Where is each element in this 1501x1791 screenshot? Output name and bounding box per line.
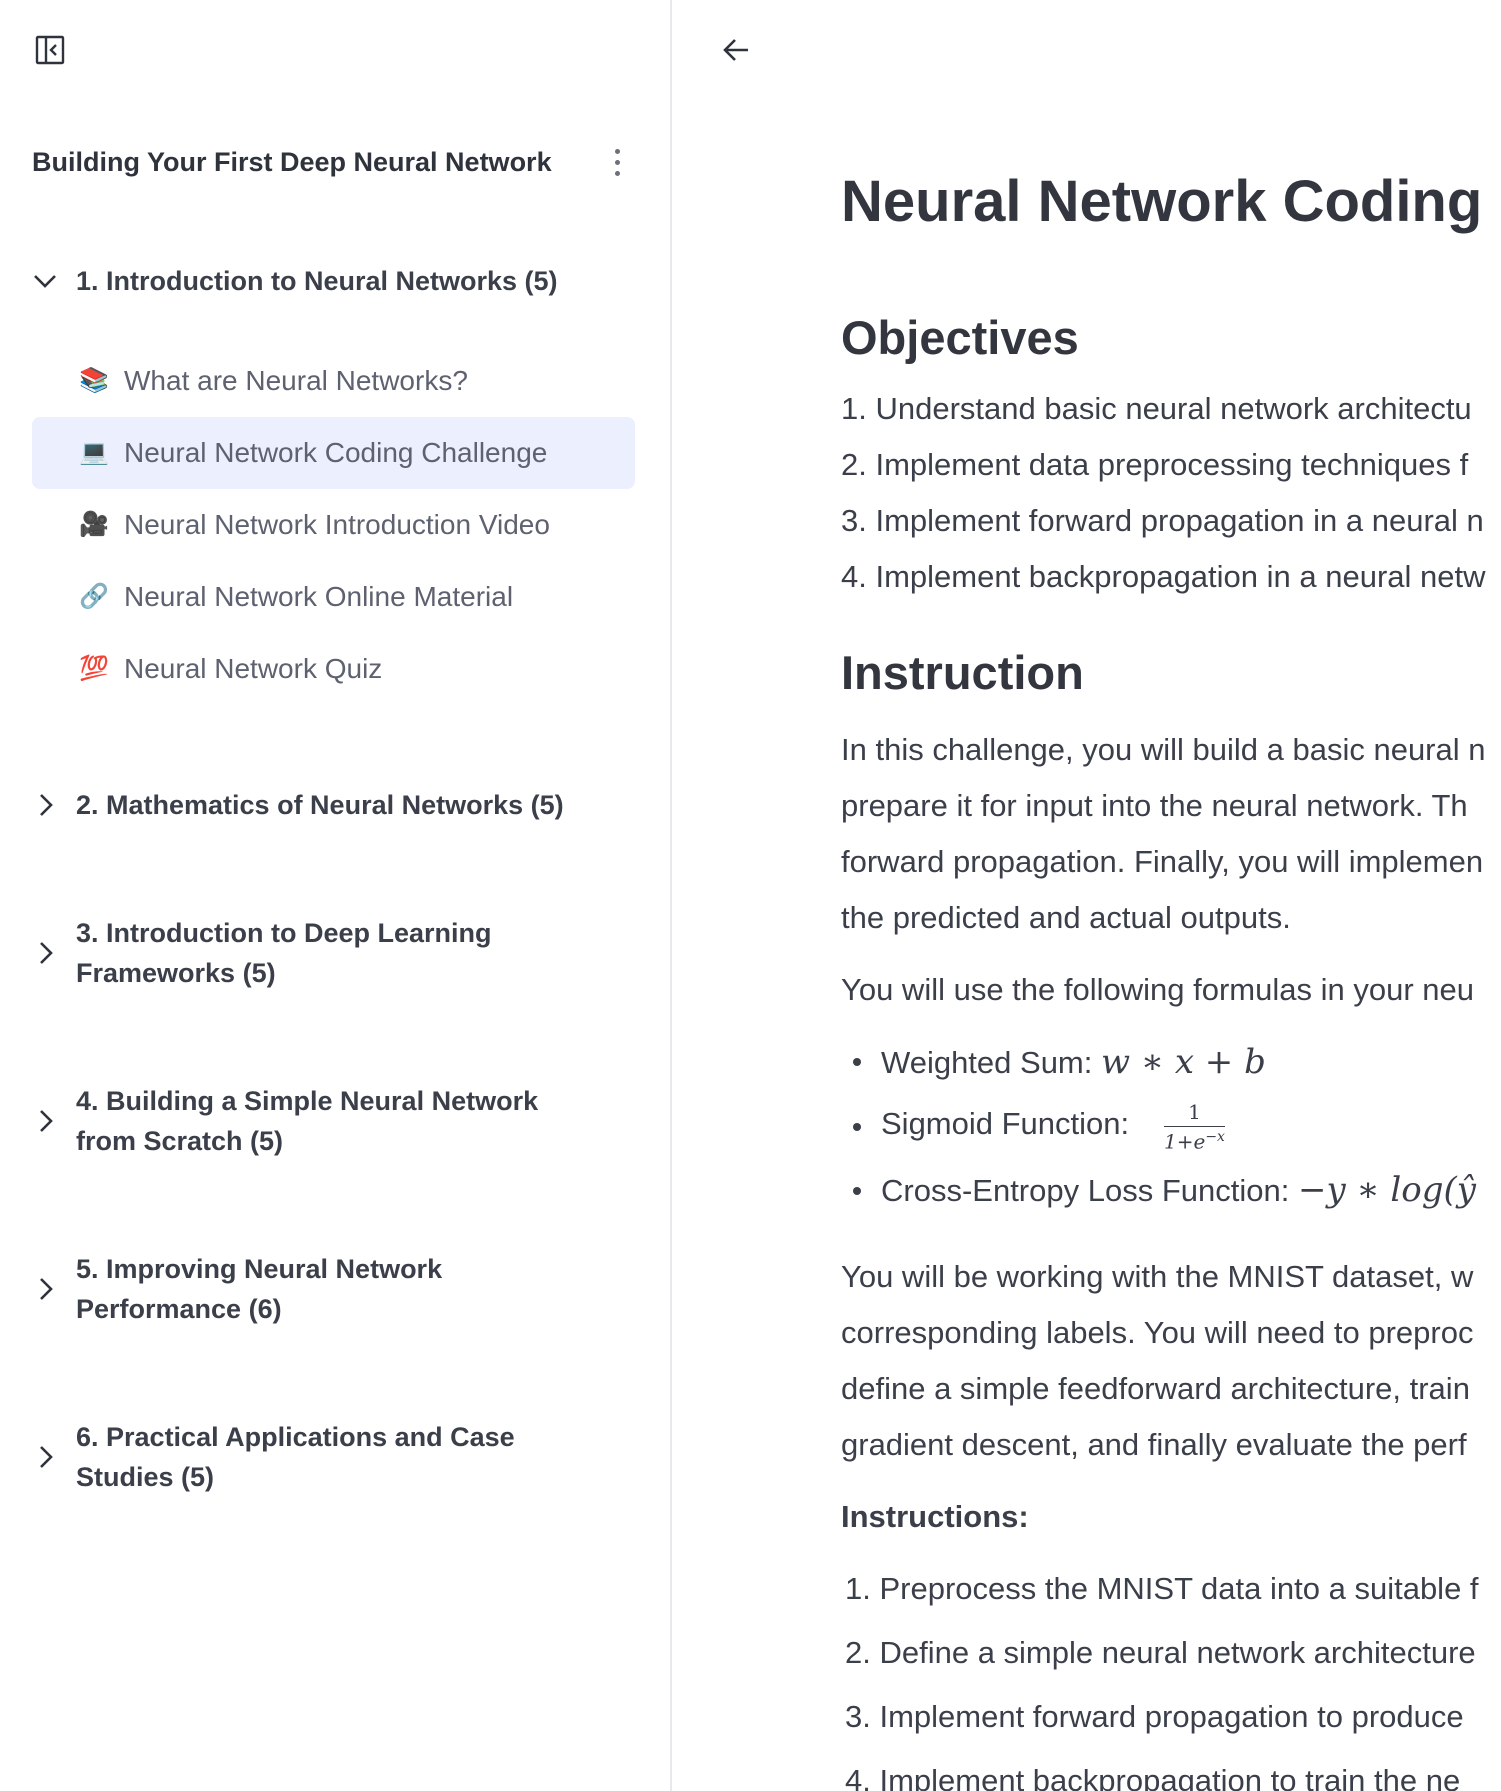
section-3-header[interactable]: 3. Introduction to Deep Learning Framewo…	[32, 913, 642, 993]
more-options-icon[interactable]	[602, 142, 632, 182]
paragraph-line: define a simple feedforward architecture…	[841, 1371, 1470, 1406]
chevron-right-icon	[32, 785, 62, 825]
lesson-intro-video[interactable]: 🎥 Neural Network Introduction Video	[32, 489, 635, 561]
paragraph-line: gradient descent, and finally evaluate t…	[841, 1427, 1467, 1462]
math-expression: w ∗ x + b	[1101, 1042, 1266, 1082]
course-sidebar: Building Your First Deep Neural Network …	[0, 0, 672, 1791]
lesson-label: What are Neural Networks?	[124, 365, 468, 396]
section-label: 6. Practical Applications and Case	[76, 1422, 515, 1452]
lesson-online-material[interactable]: 🔗 Neural Network Online Material	[32, 561, 635, 633]
step-item: 2. Define a simple neural network archit…	[845, 1635, 1476, 1670]
lesson-label: Neural Network Coding Challenge	[124, 437, 548, 468]
step-item: 3. Implement forward propagation to prod…	[845, 1699, 1464, 1734]
paragraph-line: prepare it for input into the neural net…	[841, 788, 1468, 823]
lesson-label: Neural Network Introduction Video	[124, 509, 550, 540]
lesson-coding-challenge[interactable]: 💻 Neural Network Coding Challenge	[32, 417, 635, 489]
chevron-right-icon	[32, 1081, 62, 1161]
math-expression: −y ∗ log(ŷ	[1297, 1170, 1476, 1210]
objective-item: 4. Implement backpropagation in a neural…	[841, 559, 1486, 594]
link-icon: 🔗	[79, 583, 109, 610]
section-1-header[interactable]: 1. Introduction to Neural Networks (5)	[32, 261, 642, 301]
chevron-right-icon	[32, 1417, 62, 1497]
section-2-header[interactable]: 2. Mathematics of Neural Networks (5)	[32, 785, 642, 825]
bullet	[853, 1187, 861, 1195]
paragraph-line: forward propagation. Finally, you will i…	[841, 844, 1484, 879]
objective-item: 3. Implement forward propagation in a ne…	[841, 503, 1484, 538]
lesson-label: Neural Network Online Material	[124, 581, 514, 612]
lesson-label: Neural Network Quiz	[124, 653, 383, 684]
instructions-heading: Instructions:	[841, 1499, 1029, 1534]
sigmoid-fraction: 1 1+e−x	[1164, 1100, 1225, 1154]
fraction-denominator: 1+e−x	[1164, 1129, 1225, 1154]
chevron-right-icon	[32, 1249, 62, 1329]
sidebar-toggle-icon[interactable]	[30, 30, 70, 70]
chevron-right-icon	[32, 913, 62, 993]
lesson-quiz[interactable]: 💯 Neural Network Quiz	[32, 633, 635, 705]
section-6-header[interactable]: 6. Practical Applications and Case Studi…	[32, 1417, 642, 1497]
lesson-content: Neural Network Coding Objectives 1. Unde…	[674, 0, 1501, 1791]
chevron-down-icon	[32, 261, 62, 301]
lesson-what-are-neural-networks[interactable]: 📚 What are Neural Networks?	[32, 345, 635, 417]
video-camera-icon: 🎥	[79, 511, 109, 538]
section-label: Studies (5)	[76, 1462, 215, 1492]
section-4-header[interactable]: 4. Building a Simple Neural Network from…	[32, 1081, 642, 1161]
course-header: Building Your First Deep Neural Network	[32, 140, 632, 184]
back-arrow-icon[interactable]	[714, 30, 758, 70]
objective-item: 2. Implement data preprocessing techniqu…	[841, 447, 1469, 482]
section-5-header[interactable]: 5. Improving Neural Network Performance …	[32, 1249, 642, 1329]
section-label: Performance (6)	[76, 1294, 282, 1324]
formulas-intro: You will use the following formulas in y…	[841, 972, 1474, 1007]
formula-sigmoid-label: Sigmoid Function:	[881, 1106, 1130, 1141]
section-label: 4. Building a Simple Neural Network	[76, 1086, 539, 1116]
objectives-heading: Objectives	[841, 311, 1079, 364]
section-label: 5. Improving Neural Network	[76, 1254, 443, 1284]
instruction-heading: Instruction	[841, 646, 1084, 699]
hundred-points-icon: 💯	[79, 655, 109, 682]
section-label: 1. Introduction to Neural Networks (5)	[76, 266, 558, 296]
laptop-icon: 💻	[79, 439, 109, 466]
section-label: Frameworks (5)	[76, 958, 276, 988]
books-icon: 📚	[79, 367, 109, 394]
bullet	[853, 1123, 861, 1131]
step-item: 1. Preprocess the MNIST data into a suit…	[845, 1571, 1479, 1606]
section-label: 3. Introduction to Deep Learning	[76, 918, 492, 948]
course-title: Building Your First Deep Neural Network	[32, 146, 552, 177]
page-title: Neural Network Coding	[841, 169, 1483, 234]
fraction-numerator: 1	[1164, 1100, 1225, 1127]
section-label: 2. Mathematics of Neural Networks (5)	[76, 790, 564, 820]
paragraph-line: In this challenge, you will build a basi…	[841, 732, 1486, 767]
paragraph-line: corresponding labels. You will need to p…	[841, 1315, 1474, 1350]
formula-weighted-sum: Weighted Sum: w ∗ x + b	[881, 1042, 1266, 1082]
paragraph-line: You will be working with the MNIST datas…	[841, 1259, 1474, 1294]
formula-cross-entropy: Cross-Entropy Loss Function: −y ∗ log(ŷ	[881, 1170, 1476, 1210]
paragraph-line: the predicted and actual outputs.	[841, 900, 1291, 935]
section-label: from Scratch (5)	[76, 1126, 284, 1156]
bullet	[853, 1058, 861, 1066]
step-item: 4. Implement backpropagation to train th…	[845, 1763, 1461, 1791]
objective-item: 1. Understand basic neural network archi…	[841, 391, 1472, 426]
